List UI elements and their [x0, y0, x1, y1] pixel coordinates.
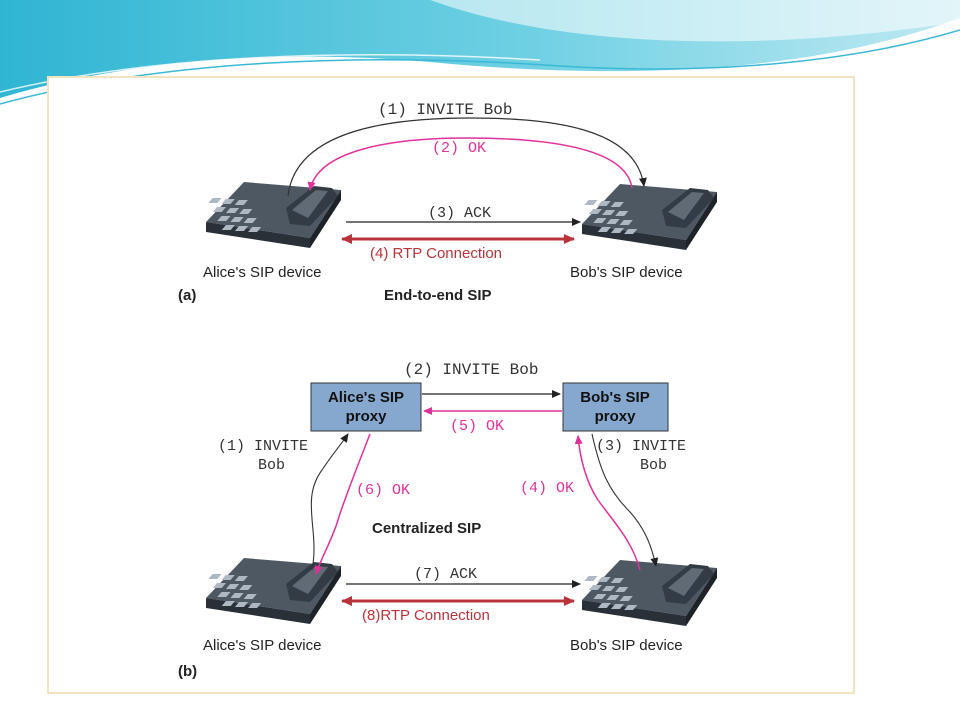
arrow-ok-6: [314, 433, 371, 575]
label-ok-4: (4) OK: [520, 480, 574, 497]
bob-phone-icon-b: [582, 560, 717, 626]
label-ok-5: (5) OK: [450, 418, 504, 435]
label-invite-a: (1) INVITE Bob: [378, 101, 512, 119]
label-rtp-b: (8)RTP Connection: [362, 607, 490, 624]
slide-header-wave: [0, 0, 960, 105]
alice-proxy-box: Alice's SIP proxy: [310, 382, 422, 432]
bob-device-label-b: Bob's SIP device: [570, 637, 683, 654]
bob-proxy-box: Bob's SIP proxy: [562, 382, 669, 432]
label-invite-1-line2: Bob: [258, 457, 285, 474]
panel-a: (1) INVITE Bob (2) OK (3) ACK (4) RTP Co…: [178, 101, 717, 304]
label-invite-2: (2) INVITE Bob: [404, 361, 538, 379]
panel-a-label: (a): [178, 287, 196, 304]
panel-b: Alice's SIP proxy Bob's SIP proxy (2) IN…: [178, 361, 717, 680]
bob-proxy-label-line1: Bob's SIP: [580, 389, 649, 406]
bob-device-label-a: Bob's SIP device: [570, 264, 683, 281]
arrow-ok-a: [307, 137, 633, 191]
label-ack-a: (3) ACK: [428, 205, 491, 222]
arrow-ok-4: [574, 435, 641, 571]
alice-proxy-label-line1: Alice's SIP: [328, 389, 404, 406]
label-invite-1-line1: (1) INVITE: [218, 438, 308, 455]
arrow-invite-3: [591, 433, 659, 567]
label-invite-3-line2: Bob: [640, 457, 667, 474]
alice-phone-icon-b: [206, 558, 341, 624]
label-ok-6: (6) OK: [356, 482, 410, 499]
figure-frame: [47, 76, 855, 694]
panel-b-title: Centralized SIP: [372, 520, 481, 537]
bob-phone-icon: [582, 184, 717, 250]
bob-proxy-label-line2: proxy: [595, 408, 637, 425]
alice-device-label-a: Alice's SIP device: [203, 264, 321, 281]
arrow-invite-1: [310, 433, 349, 571]
label-ack-b: (7) ACK: [414, 566, 477, 583]
alice-phone-icon: [206, 182, 341, 248]
label-ok-a: (2) OK: [432, 140, 486, 157]
label-invite-3-line1: (3) INVITE: [596, 438, 686, 455]
panel-a-title: End-to-end SIP: [384, 287, 492, 304]
alice-proxy-label-line2: proxy: [346, 408, 388, 425]
label-rtp-a: (4) RTP Connection: [370, 245, 502, 262]
panel-b-label: (b): [178, 663, 197, 680]
alice-device-label-b: Alice's SIP device: [203, 637, 321, 654]
arrow-invite-a: [287, 117, 647, 197]
